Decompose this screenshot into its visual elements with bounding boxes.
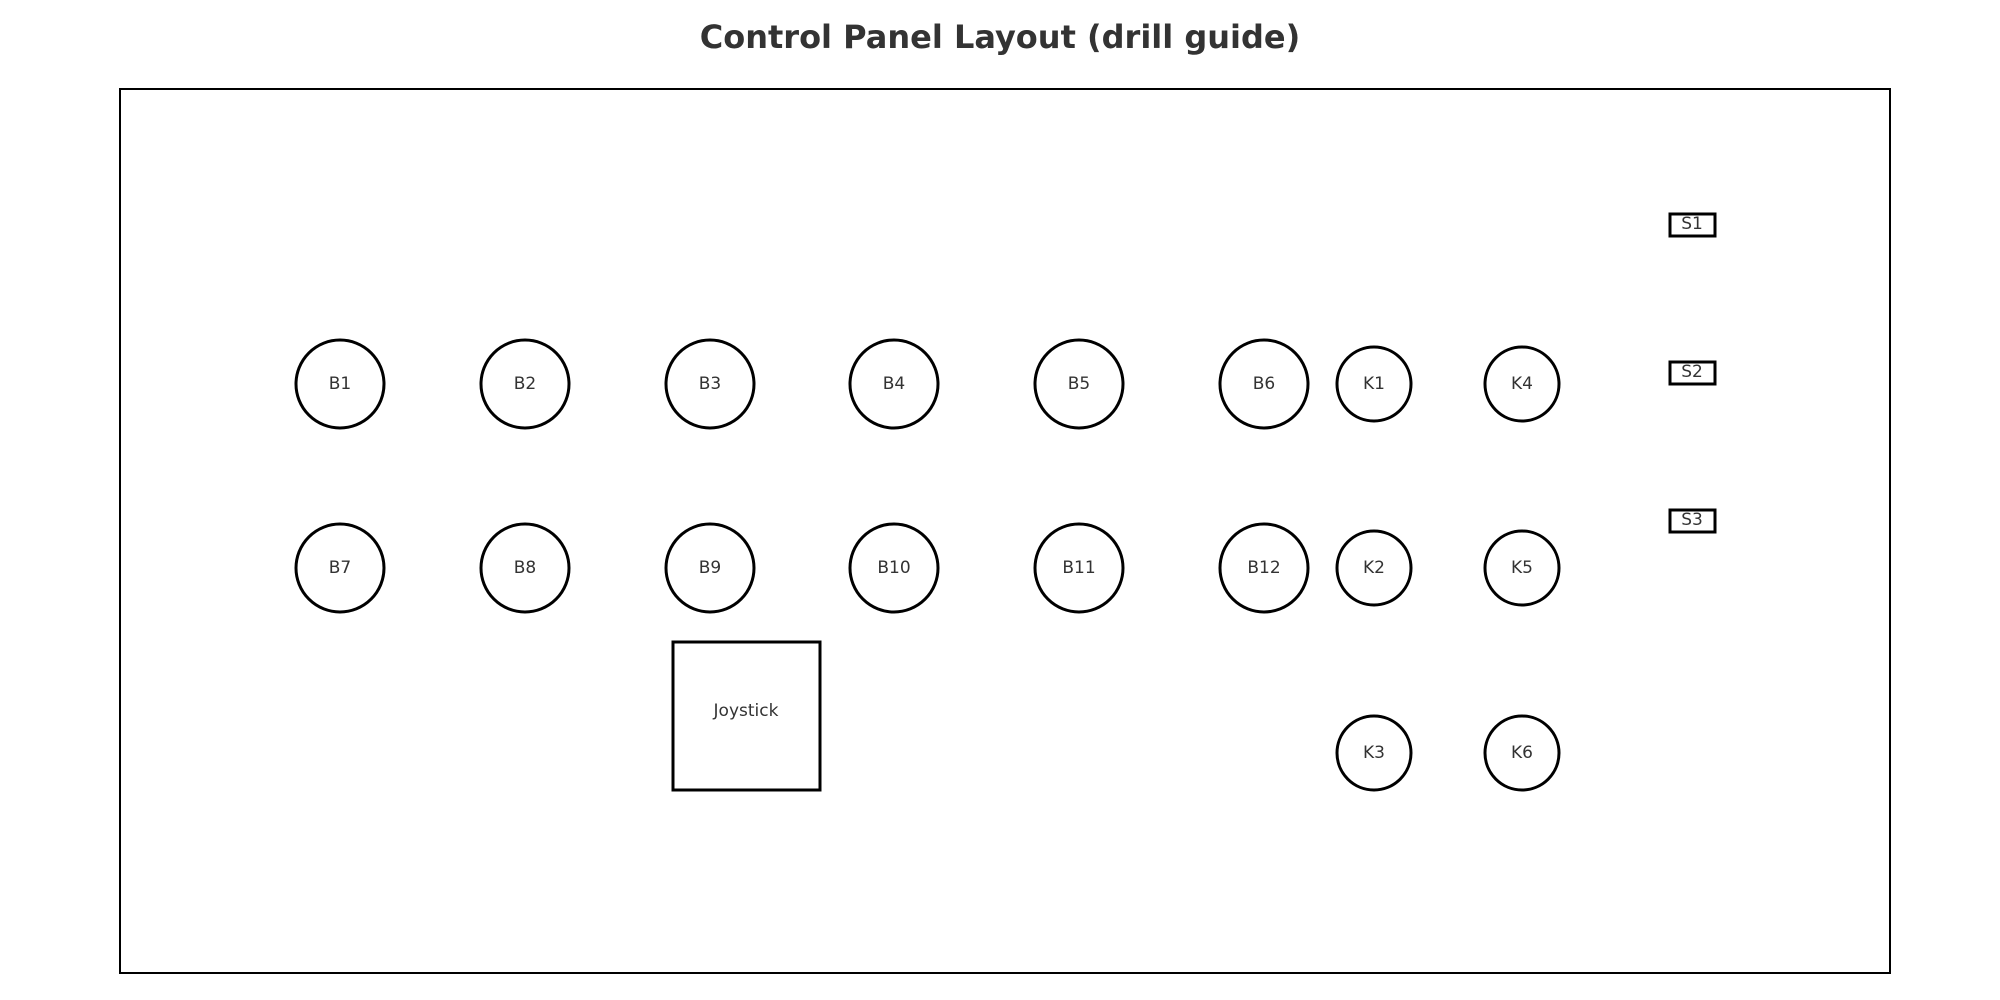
button-b6-label: B6 [1253, 374, 1275, 394]
button-b11-label: B11 [1062, 558, 1095, 578]
button-b12-label: B12 [1247, 558, 1280, 578]
button-b9: B9 [664, 522, 756, 614]
button-b5-label: B5 [1068, 374, 1090, 394]
switch-s2-label: S2 [1681, 362, 1703, 382]
knob-k2: K2 [1335, 529, 1413, 607]
button-b9-label: B9 [699, 558, 721, 578]
knob-k4: K4 [1483, 345, 1561, 423]
knob-k4-label: K4 [1511, 374, 1533, 394]
button-b7: B7 [294, 522, 386, 614]
button-b11: B11 [1033, 522, 1125, 614]
switch-s1: S1 [1668, 212, 1717, 238]
knob-k6-label: K6 [1511, 743, 1533, 763]
button-b3: B3 [664, 338, 756, 430]
button-b2-label: B2 [514, 374, 536, 394]
button-b5: B5 [1033, 338, 1125, 430]
switch-s3-label: S3 [1681, 510, 1703, 530]
knob-k6: K6 [1483, 714, 1561, 792]
joystick-label: Joystick [713, 701, 779, 721]
knob-k2-label: K2 [1363, 558, 1385, 578]
knob-k3-label: K3 [1363, 743, 1385, 763]
button-b12: B12 [1218, 522, 1310, 614]
knob-k1-label: K1 [1363, 374, 1385, 394]
panel-outline [119, 88, 1891, 974]
button-b10: B10 [848, 522, 940, 614]
switch-s1-label: S1 [1681, 214, 1703, 234]
knob-k5-label: K5 [1511, 558, 1533, 578]
knob-k5: K5 [1483, 529, 1561, 607]
button-b4-label: B4 [883, 374, 905, 394]
switch-s3: S3 [1668, 508, 1717, 534]
switch-s2: S2 [1668, 360, 1717, 386]
button-b8-label: B8 [514, 558, 536, 578]
joystick: Joystick [671, 640, 822, 792]
button-b4: B4 [848, 338, 940, 430]
button-b6: B6 [1218, 338, 1310, 430]
button-b10-label: B10 [877, 558, 910, 578]
button-b8: B8 [479, 522, 571, 614]
button-b2: B2 [479, 338, 571, 430]
knob-k1: K1 [1335, 345, 1413, 423]
button-b3-label: B3 [699, 374, 721, 394]
knob-k3: K3 [1335, 714, 1413, 792]
button-b7-label: B7 [329, 558, 351, 578]
button-b1-label: B1 [329, 374, 351, 394]
button-b1: B1 [294, 338, 386, 430]
diagram-title: Control Panel Layout (drill guide) [699, 18, 1301, 56]
